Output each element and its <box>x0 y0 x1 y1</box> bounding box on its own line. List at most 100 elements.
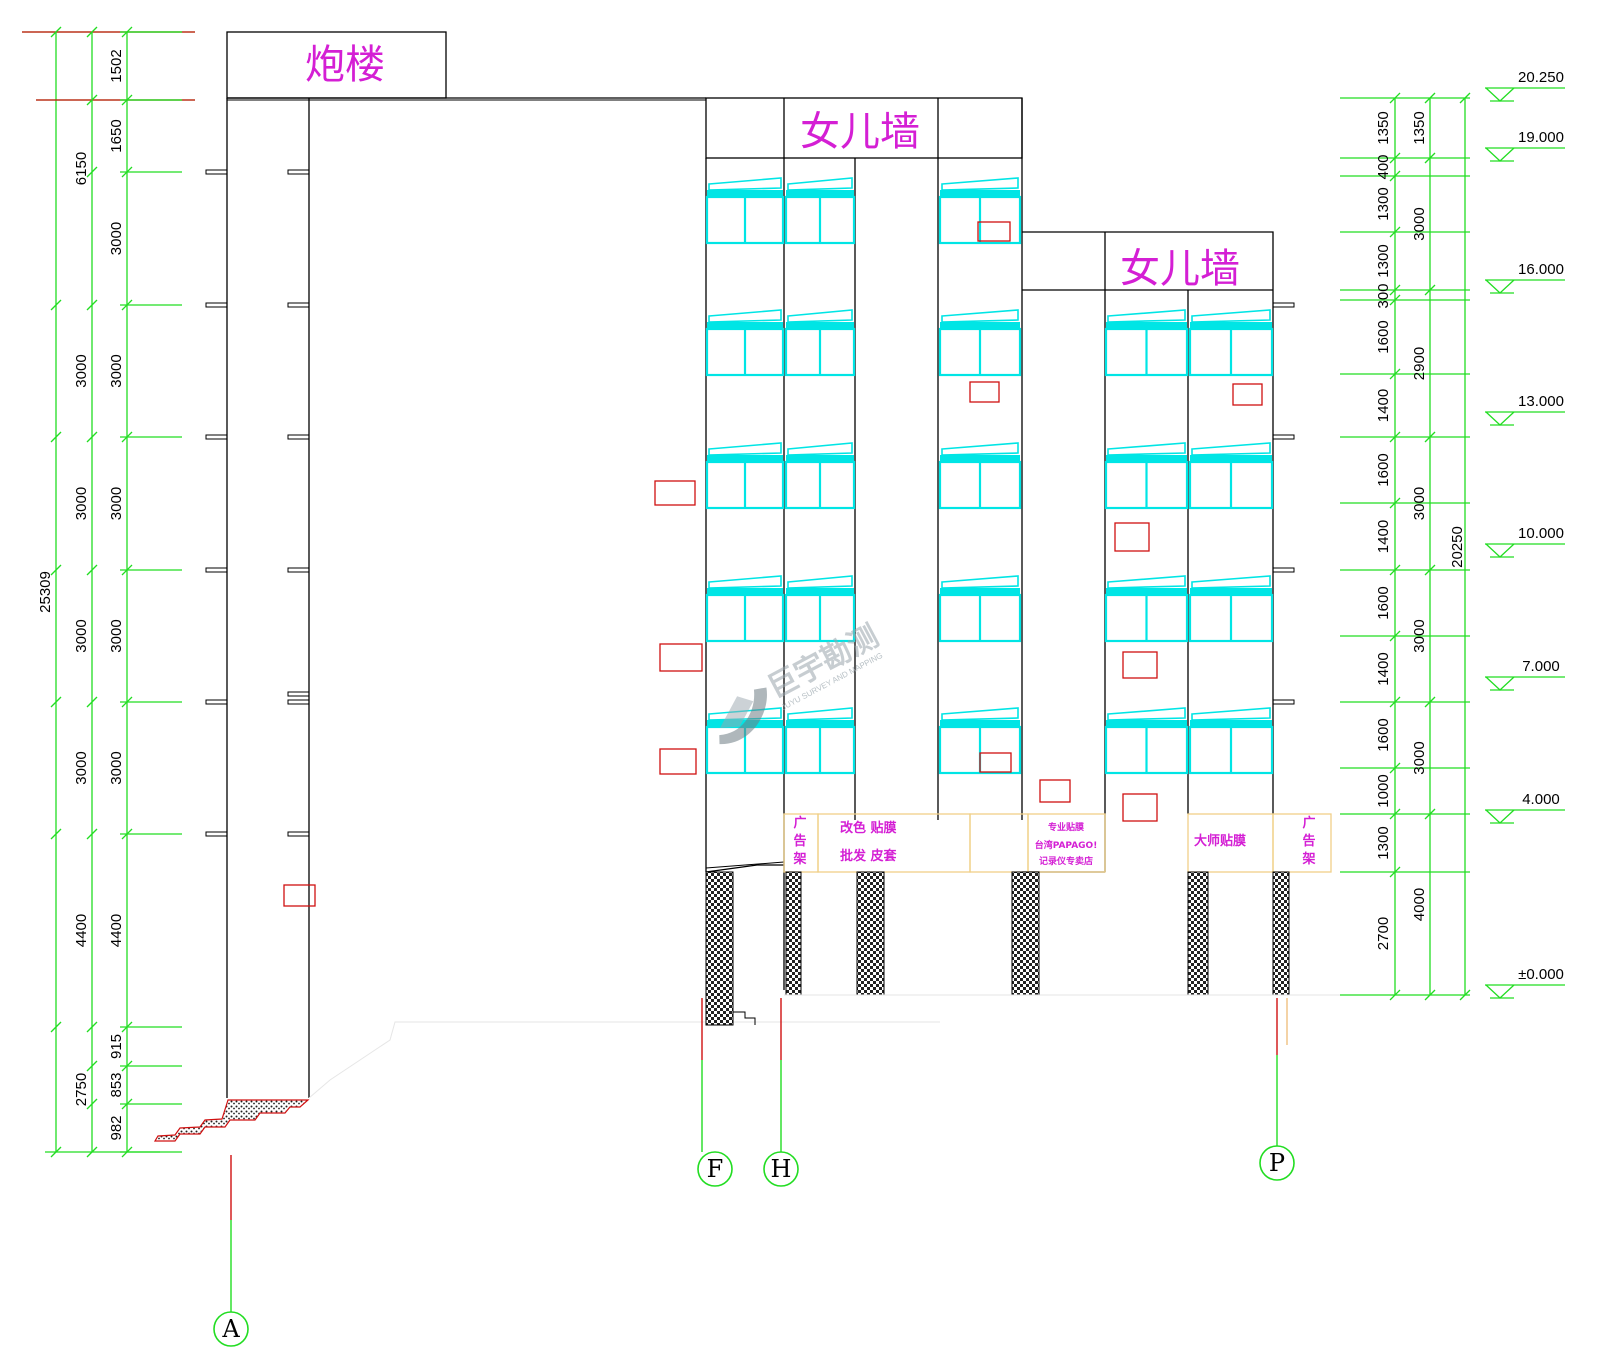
right-total-dim: 20250 <box>1449 526 1466 568</box>
window-head <box>1106 322 1187 329</box>
window <box>784 309 856 377</box>
window-head <box>707 588 783 595</box>
axis-bubble-f: F <box>697 1151 733 1187</box>
window-awning <box>1107 442 1186 456</box>
level-triangle <box>1485 543 1515 558</box>
window-head <box>1106 720 1187 727</box>
right-inner-dim: 1000 <box>1375 774 1392 807</box>
dim-tick <box>121 1146 133 1158</box>
level-triangle <box>1485 676 1515 691</box>
right-inner-dim: 1400 <box>1375 652 1392 685</box>
level-label: ±0.000 <box>1518 966 1564 983</box>
left-inner-dim: 3000 <box>108 751 125 784</box>
right-inner-dim: 1400 <box>1375 389 1392 422</box>
dim-tick <box>86 1060 98 1072</box>
window-head <box>707 190 783 197</box>
level-label: 4.000 <box>1522 791 1560 808</box>
right-inner-dim: 1600 <box>1375 320 1392 353</box>
window <box>705 309 785 377</box>
slab-tick <box>1272 699 1295 705</box>
ad-rack-right-2: 告 <box>1302 833 1315 849</box>
window-awning <box>1191 575 1271 589</box>
right-outer-dim: 4000 <box>1411 888 1428 921</box>
level-triangle <box>1485 809 1515 824</box>
dim-tick <box>50 299 62 311</box>
watermark: 巨宇勘测 JUYU SURVEY AND MAPPING <box>719 619 884 745</box>
dim-tick <box>1389 866 1401 878</box>
window-head <box>786 322 854 329</box>
marker-box <box>1232 383 1263 406</box>
window-head <box>786 588 854 595</box>
slab-tick <box>287 691 310 697</box>
dim-tick <box>121 431 133 443</box>
dim-tick <box>1389 762 1401 774</box>
marker-box <box>1039 779 1071 803</box>
left-inner-dim: 3000 <box>108 487 125 520</box>
window-awning <box>708 575 782 589</box>
dim-tick <box>86 26 98 38</box>
right-inner-dim: 1300 <box>1375 244 1392 277</box>
window-head <box>786 190 854 197</box>
marker-box <box>659 643 703 672</box>
window <box>938 575 1022 643</box>
dim-tick <box>86 166 98 178</box>
right-wall-ticks <box>1272 302 1295 705</box>
columns <box>705 871 1290 1026</box>
window <box>705 177 785 245</box>
left-inner-dim: 3000 <box>108 354 125 387</box>
slab-tick <box>287 434 310 440</box>
left-inner-dim: 3000 <box>108 619 125 652</box>
window-group <box>705 177 1274 775</box>
dim-tick <box>1389 92 1401 104</box>
window-awning <box>941 177 1019 191</box>
axis-label-p: P <box>1269 1149 1285 1177</box>
dim-tick <box>1389 497 1401 509</box>
left-total-dim: 25309 <box>37 571 54 613</box>
level-label: 20.250 <box>1518 69 1564 86</box>
right-outer-dim: 3000 <box>1411 619 1428 652</box>
marker-group <box>654 221 1263 822</box>
dim-tick <box>86 94 98 106</box>
right-inner-dim: 1300 <box>1375 187 1392 220</box>
dim-tick <box>50 26 62 38</box>
right-inner-dim: 1300 <box>1375 826 1392 859</box>
dim-tick <box>1389 431 1401 443</box>
dim-tick <box>86 1146 98 1158</box>
dim-tick <box>1389 284 1401 296</box>
dim-tick <box>50 828 62 840</box>
window-head <box>1106 588 1187 595</box>
dim-tick <box>1459 92 1471 104</box>
level-label: 19.000 <box>1518 129 1564 146</box>
axis-bubble-h: H <box>763 1151 799 1187</box>
window-awning <box>787 707 853 721</box>
left-inner-dim: 1650 <box>108 119 125 152</box>
window-awning <box>787 442 853 456</box>
window <box>1104 442 1189 510</box>
window <box>938 442 1022 510</box>
dim-tick <box>1424 989 1436 1001</box>
window <box>784 177 856 245</box>
marker-box <box>1122 651 1158 679</box>
marker-box <box>654 480 696 506</box>
sign-3: 大师贴膜 <box>1194 833 1246 849</box>
slab-tick <box>287 302 310 308</box>
dim-tick <box>1424 152 1436 164</box>
dim-tick <box>50 431 62 443</box>
dim-tick <box>1389 630 1401 642</box>
window <box>1188 442 1274 510</box>
dim-tick <box>86 431 98 443</box>
dim-tick <box>121 1098 133 1110</box>
window-head <box>707 455 783 462</box>
window-head <box>1190 720 1272 727</box>
window <box>705 707 785 775</box>
slab-tick <box>205 302 228 308</box>
window <box>938 309 1022 377</box>
right-inner-dim: 1600 <box>1375 718 1392 751</box>
axis-label-f: F <box>707 1155 724 1183</box>
dim-tick <box>121 1060 133 1072</box>
left-inner-dim: 4400 <box>108 914 125 947</box>
right-inner-dim: 400 <box>1375 154 1392 179</box>
marker-box <box>969 381 1000 403</box>
dim-tick <box>1424 92 1436 104</box>
